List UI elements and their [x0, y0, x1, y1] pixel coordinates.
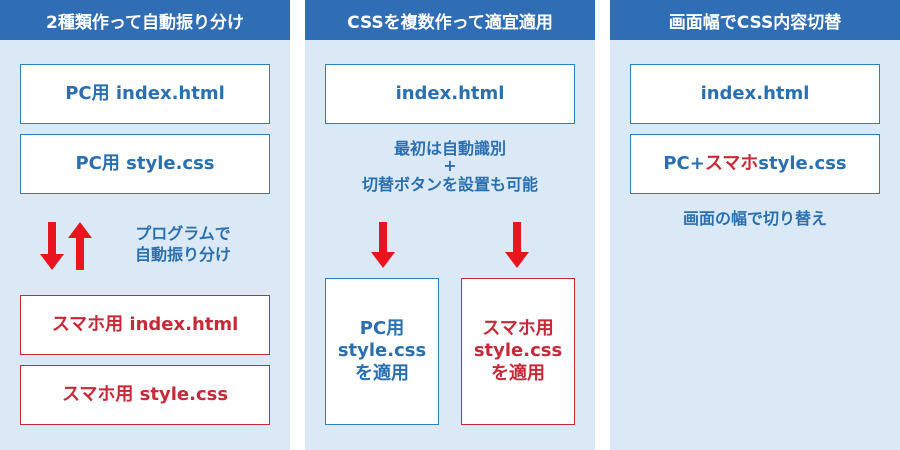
box-label-prefix: PC+	[663, 152, 705, 174]
box-label: index.html	[395, 82, 505, 104]
pc-style-box: PC用 style.css	[20, 134, 270, 194]
box-label: index.html	[700, 82, 810, 104]
note-line: プログラムで	[135, 224, 231, 243]
box-label-smartphone: スマホ	[704, 152, 759, 174]
note-line: 画面の幅で切り替え	[682, 209, 827, 228]
index-box: index.html	[630, 64, 880, 124]
box-line: PC用	[359, 317, 405, 339]
column-width-switch: 画面幅でCSS内容切替 index.html PC+スマホstyle.css 画…	[610, 0, 900, 450]
sp-css-box: スマホ用 style.css を適用	[461, 278, 575, 425]
sp-style-box: スマホ用 style.css	[20, 365, 270, 425]
box-line: style.css	[473, 340, 563, 362]
column-multi-css: CSSを複数作って適宜適用 index.html 最初は自動識別 + 切替ボタン…	[305, 0, 595, 450]
box-label-suffix: style.css	[758, 152, 847, 174]
box-line: style.css	[337, 340, 427, 362]
bidirectional-arrow-icon	[40, 222, 92, 270]
pc-css-box: PC用 style.css を適用	[325, 278, 439, 425]
auto-sort-note: プログラムで 自動振り分け	[118, 223, 248, 265]
note-line: 自動振り分け	[134, 245, 231, 265]
box-label: スマホ用 style.css	[61, 383, 229, 405]
column-auto-sort: 2種類作って自動振り分け PC用 index.html PC用 style.cs…	[0, 0, 290, 450]
index-box: index.html	[325, 64, 575, 124]
box-label: PC用 index.html	[65, 82, 225, 104]
down-arrow-icon	[505, 222, 529, 268]
box-line: を適用	[355, 362, 409, 384]
down-arrow-icon	[371, 222, 395, 268]
note-line: 最初は自動識別	[393, 139, 506, 158]
column-header: CSSを複数作って適宜適用	[305, 0, 595, 40]
width-switch-note: 画面の幅で切り替え	[610, 208, 900, 229]
box-label: PC用 style.css	[75, 152, 215, 174]
note-line: +	[443, 156, 457, 176]
column-header: 2種類作って自動振り分け	[0, 0, 290, 40]
column-header: 画面幅でCSS内容切替	[610, 0, 900, 40]
box-line: を適用	[491, 362, 545, 384]
responsive-style-box: PC+スマホstyle.css	[630, 134, 880, 194]
sp-index-box: スマホ用 index.html	[20, 295, 270, 355]
pc-index-box: PC用 index.html	[20, 64, 270, 124]
box-label: スマホ用 index.html	[51, 313, 239, 335]
box-line: スマホ用	[482, 317, 554, 339]
note-line: 切替ボタンを設置も可能	[361, 174, 538, 194]
switch-note: 最初は自動識別 + 切替ボタンを設置も可能	[305, 138, 595, 195]
